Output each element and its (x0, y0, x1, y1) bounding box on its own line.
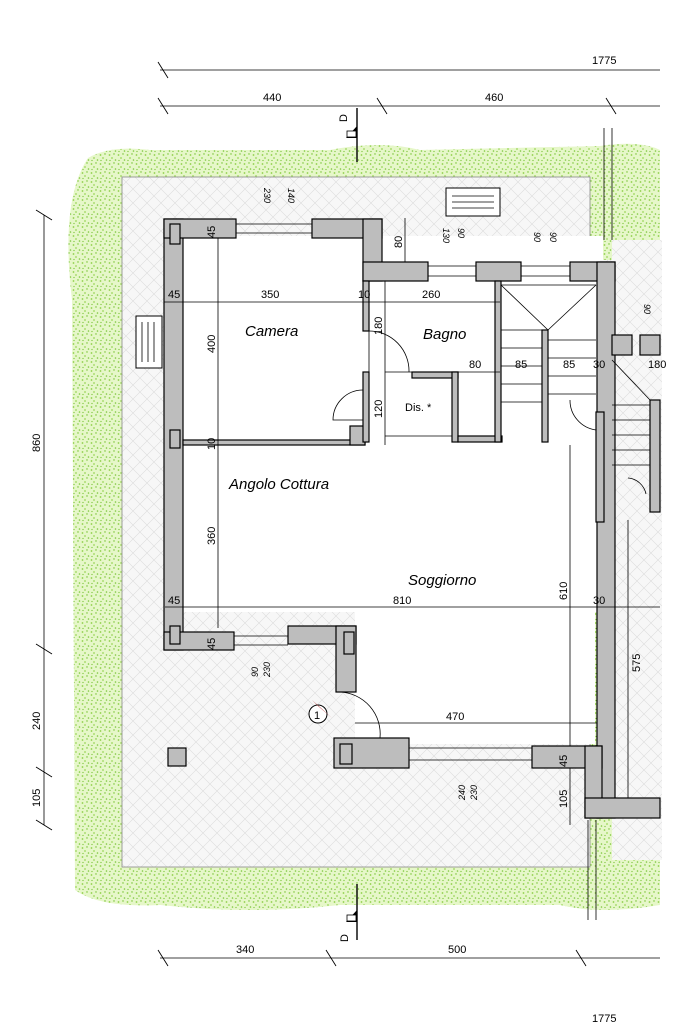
dim-wall-45-c: 45 (206, 226, 218, 238)
room-bagno: Bagno (423, 326, 466, 343)
win-bagno-130: 130 (441, 228, 451, 243)
dim-left-total: 860 (31, 434, 43, 452)
dim-top-right: 460 (485, 92, 503, 104)
dim-stair-85-b: 85 (563, 359, 575, 371)
win-low-230: 230 (262, 662, 272, 678)
dim-bagno-width: 260 (422, 289, 440, 301)
win-low-90: 90 (250, 667, 260, 677)
room-soggiorno: Soggiorno (408, 572, 476, 589)
dim-side-575: 575 (631, 654, 643, 672)
dim-wall-45-a: 45 (168, 289, 180, 301)
win-stair-90a: 90 (532, 232, 542, 242)
dim-stair-30-b: 30 (593, 595, 605, 607)
dim-top-total: 1775 (592, 55, 616, 67)
win-entry-240: 240 (457, 785, 467, 801)
staircase (500, 284, 651, 466)
dimension-lines (35, 61, 660, 967)
win-entry-230: 230 (469, 785, 479, 801)
dim-bottom-total: 1775 (592, 1013, 616, 1025)
entry-marker (308, 700, 332, 724)
win-camera-230: 230 (262, 187, 272, 203)
dim-bagno-180: 180 (373, 317, 385, 335)
section-label-top: D (338, 114, 350, 122)
dim-dis-80: 80 (469, 359, 481, 371)
win-camera-140: 140 (286, 188, 296, 203)
section-marker-top (346, 108, 358, 162)
dim-wall-10-b: 10 (206, 438, 218, 450)
section-marker-bottom (346, 884, 358, 940)
dim-left-105: 105 (31, 789, 43, 807)
interior-floor (183, 236, 603, 612)
dim-entry-470: 470 (446, 711, 464, 723)
dim-soggiorno-width: 810 (393, 595, 411, 607)
doors (332, 330, 647, 739)
dim-wall-45-e: 45 (558, 755, 570, 767)
dim-wall-45-b: 45 (168, 595, 180, 607)
dim-corner-105: 105 (558, 790, 570, 808)
win-stair-90b: 90 (548, 232, 558, 242)
dim-dis-120: 120 (373, 400, 385, 418)
ac-unit-left (135, 315, 163, 369)
room-disimpegno: Dis. * (405, 402, 432, 414)
win-bagno-90: 90 (456, 228, 466, 238)
walls (163, 218, 661, 819)
dim-soggiorno-610: 610 (558, 582, 570, 600)
dim-stair-180: 180 (648, 359, 666, 371)
dim-camera-width: 350 (261, 289, 279, 301)
dim-wall-45-d: 45 (206, 638, 218, 650)
dim-stair-85-a: 85 (515, 359, 527, 371)
dim-bottom-left: 340 (236, 944, 254, 956)
entry-number: 1 (314, 710, 320, 722)
room-camera: Camera (245, 323, 298, 340)
dim-wall-10-a: 10 (358, 289, 370, 301)
section-label-bottom: D (339, 934, 351, 942)
dim-bottom-right: 500 (448, 944, 466, 956)
dim-bagno-80: 80 (393, 236, 405, 248)
dim-camera-height: 400 (206, 335, 218, 353)
windows (135, 187, 570, 761)
dim-stair-30-a: 30 (593, 359, 605, 371)
win-right-90: 90 (642, 304, 652, 314)
room-angolo-cottura: Angolo Cottura (228, 476, 329, 493)
dim-cottura-360: 360 (206, 527, 218, 545)
dim-top-left: 440 (263, 92, 281, 104)
dim-left-240: 240 (31, 712, 43, 730)
